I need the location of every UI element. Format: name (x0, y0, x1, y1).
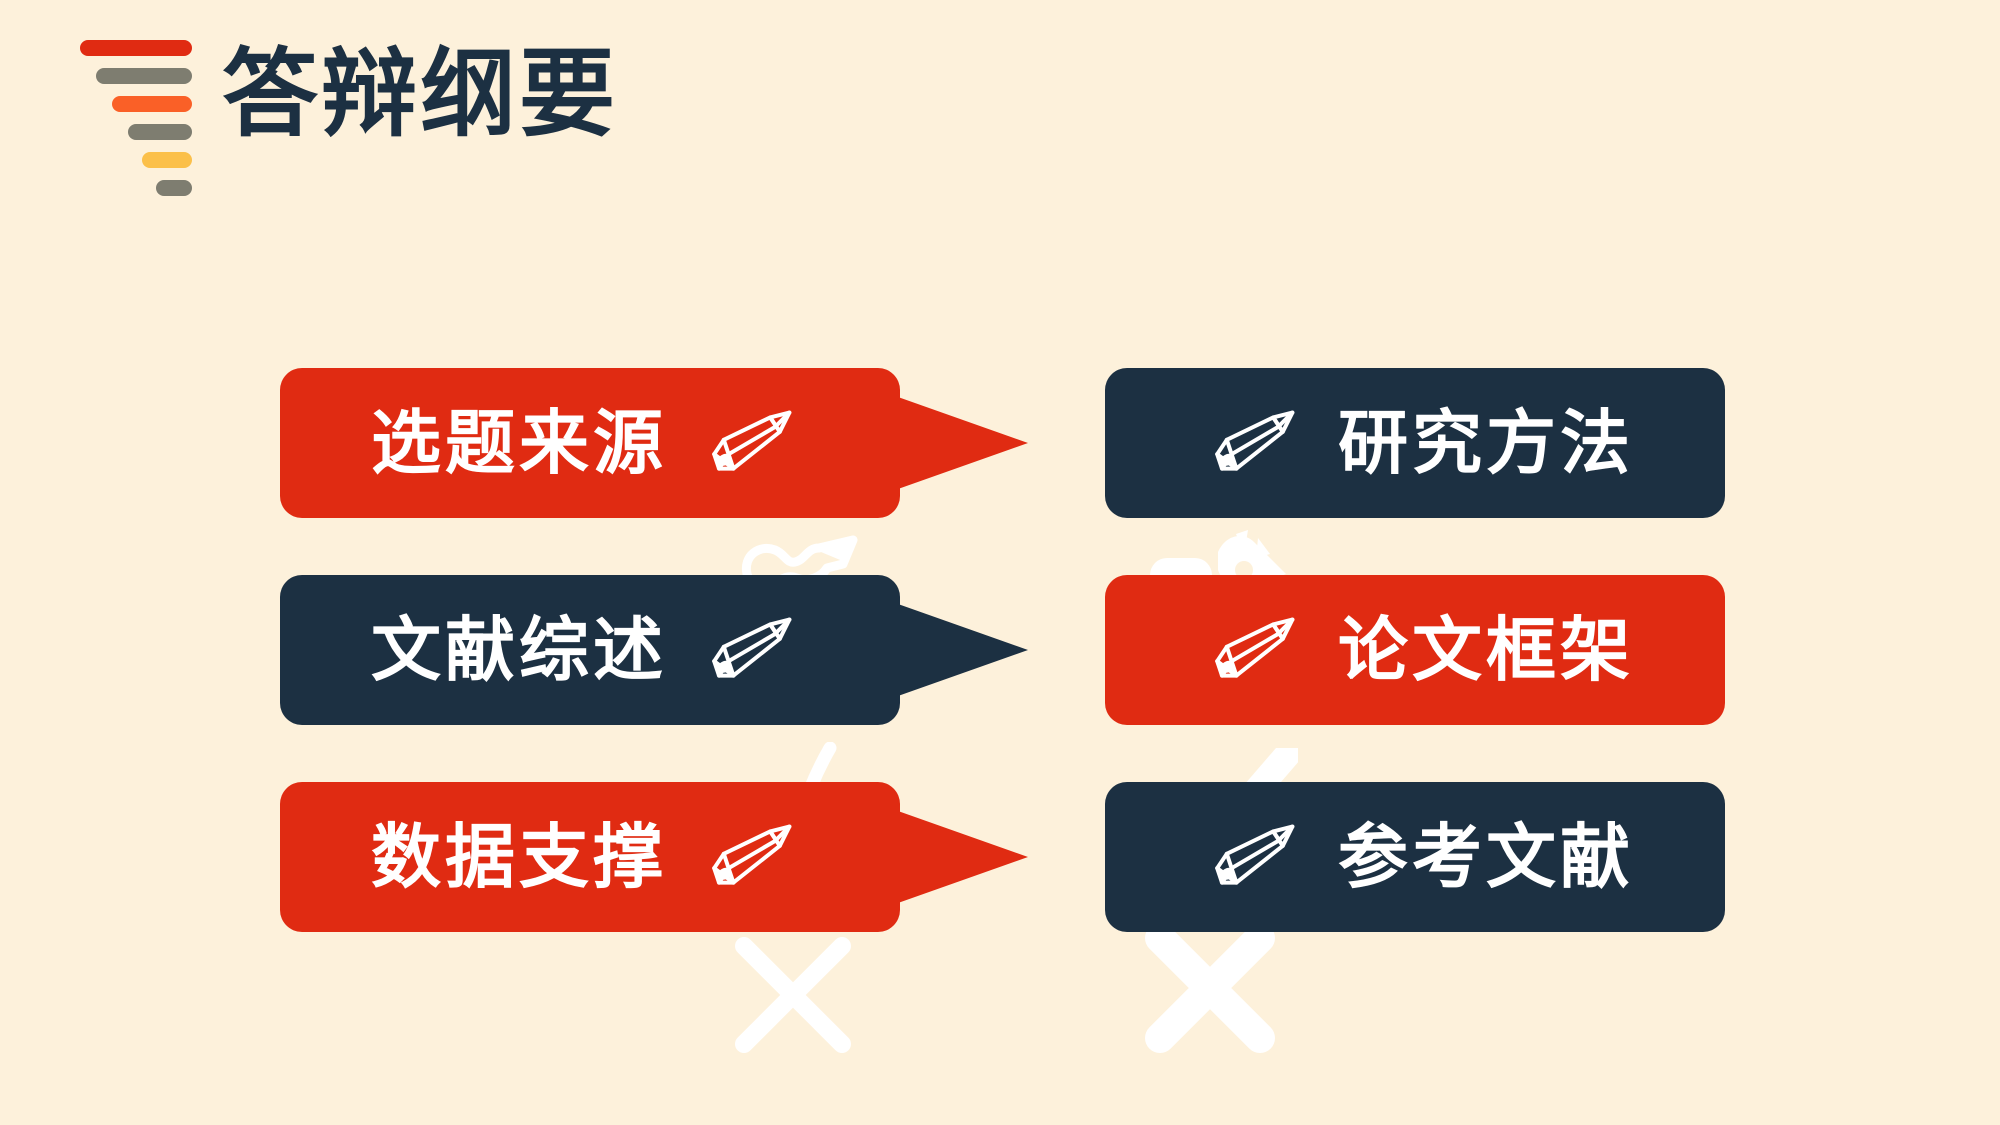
outline-card-references[interactable]: 参考文献 (1105, 782, 1725, 932)
arrow-pointer-right (898, 811, 1028, 903)
logo-bar-4 (128, 124, 192, 140)
outline-card-label: 数据支撑 (371, 818, 667, 896)
outline-row-2: 文献综述 (0, 575, 2000, 725)
outline-card-label: 选题来源 (371, 404, 667, 482)
logo-bar-1 (80, 40, 192, 56)
outline-card-topic-source[interactable]: 选题来源 (280, 368, 900, 518)
arrow-pointer-right (898, 397, 1028, 489)
page-title: 答辩纲要 (222, 41, 618, 148)
pencil-icon (1215, 824, 1295, 885)
stacked-funnel-logo (42, 40, 192, 196)
logo-bar-6 (156, 180, 192, 196)
outline-card-research-method[interactable]: 研究方法 (1105, 368, 1725, 518)
logo-bar-5 (142, 152, 192, 168)
outline-card-label: 研究方法 (1338, 404, 1634, 482)
slide-header: 答辩纲要 (0, 0, 2000, 230)
pencil-icon (1215, 617, 1295, 678)
outline-card-label: 参考文献 (1338, 818, 1634, 896)
logo-bar-3 (112, 96, 192, 112)
outline-card-paper-framework[interactable]: 论文框架 (1105, 575, 1725, 725)
outline-card-literature-review[interactable]: 文献综述 (280, 575, 900, 725)
outline-card-label: 文献综述 (371, 611, 667, 689)
pencil-icon (712, 824, 792, 885)
logo-bar-2 (96, 68, 192, 84)
outline-card-label: 论文框架 (1338, 611, 1634, 689)
pencil-icon (1215, 410, 1295, 471)
outline-card-data-support[interactable]: 数据支撑 (280, 782, 900, 932)
arrow-pointer-right (898, 604, 1028, 696)
outline-row-3: 数据支撑 (0, 782, 2000, 932)
pencil-icon (712, 410, 792, 471)
pencil-icon (712, 617, 792, 678)
outline-row-1: 选题来源 (0, 368, 2000, 518)
